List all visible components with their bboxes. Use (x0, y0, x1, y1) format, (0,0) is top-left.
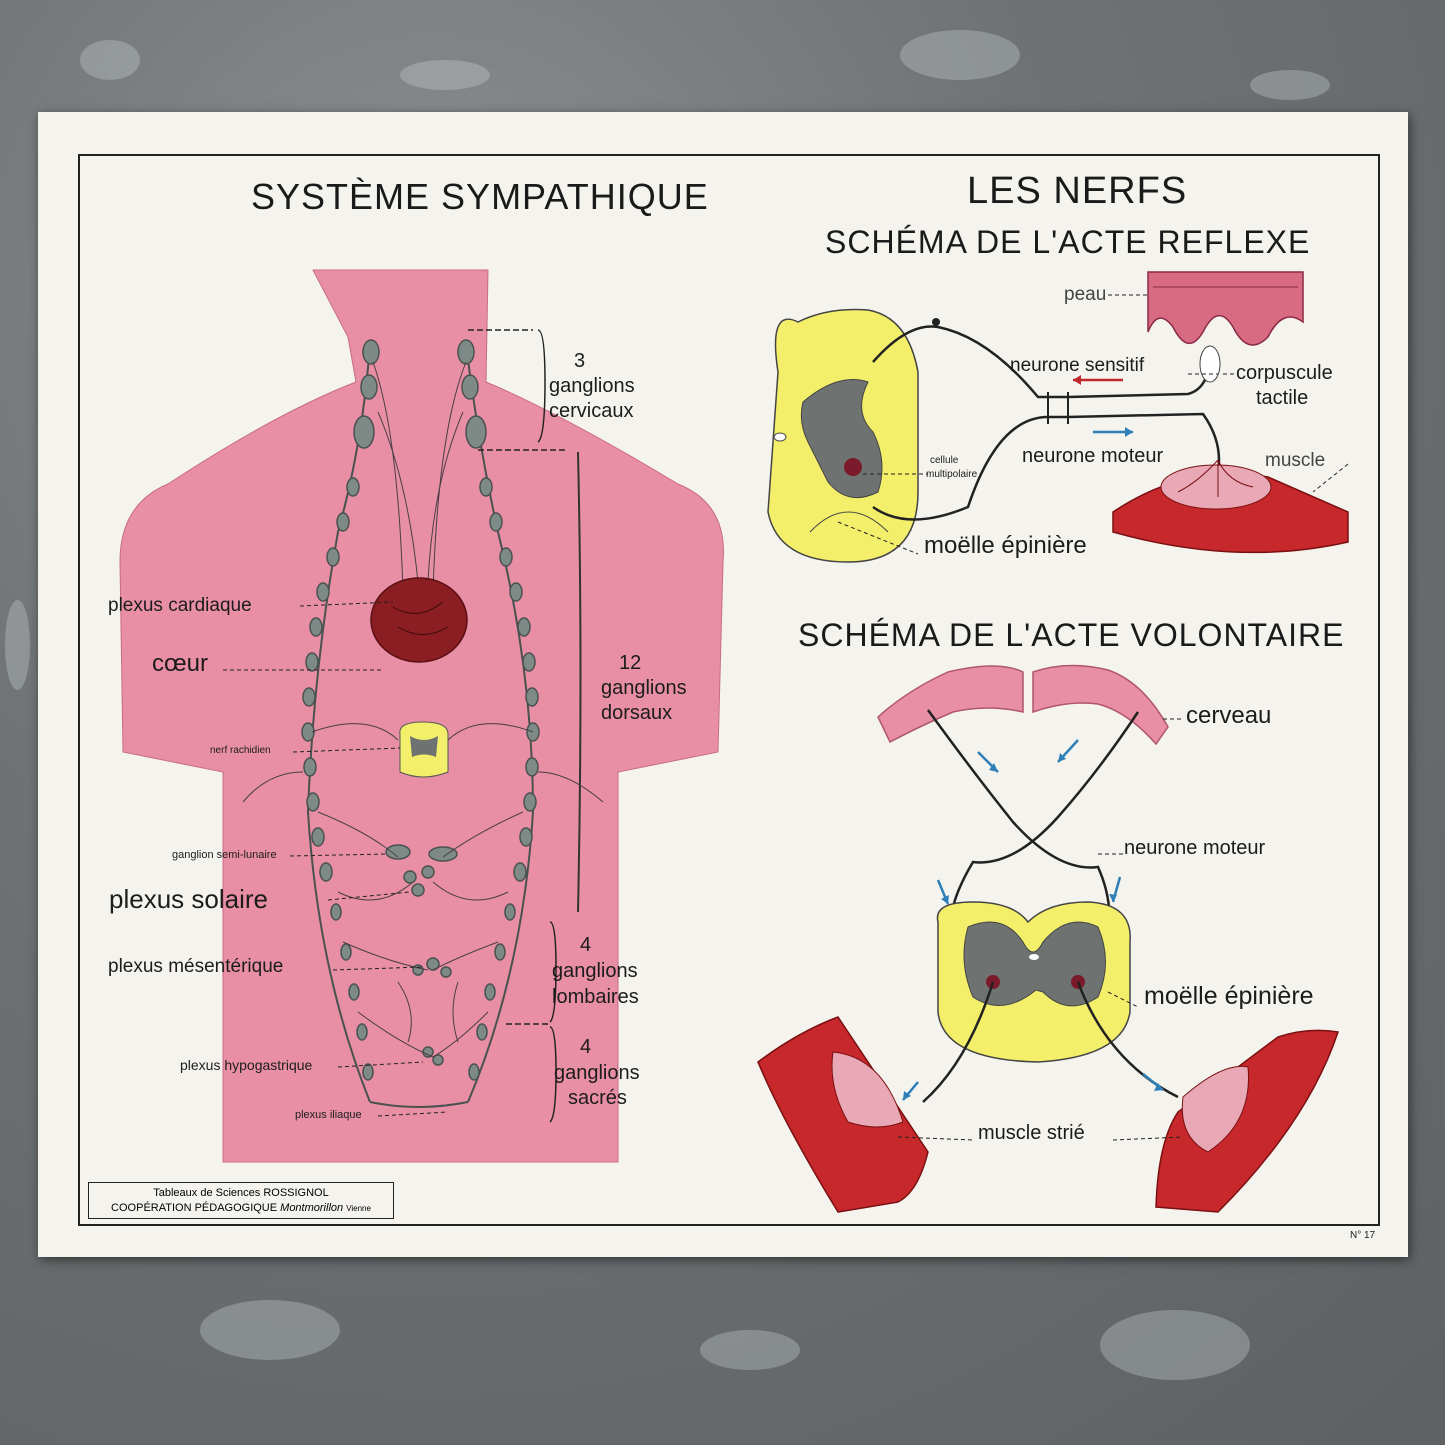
label-tactile: tactile (1256, 387, 1309, 409)
credit-vienne: Vienne (346, 1204, 371, 1213)
ganglia-group (301, 339, 540, 1081)
label-sacral-1: ganglions (554, 1062, 640, 1084)
label-neurone-moteur-reflexe: neurone moteur (1022, 445, 1164, 467)
label-dorsal-count: 12 (619, 652, 642, 674)
publisher-credit-box: Tableaux de Sciences ROSSIGNOL COOPÉRATI… (88, 1182, 394, 1219)
bracket-lines (468, 329, 568, 1123)
credit-montmorillon: Montmorillon (280, 1202, 344, 1214)
label-dorsal-2: dorsaux (601, 702, 673, 724)
label-moelle-volontaire: moëlle épinière (1144, 982, 1314, 1010)
reflex-diagram (767, 271, 1349, 563)
title-acte-reflexe: SCHÉMA DE L'ACTE REFLEXE (825, 224, 1311, 260)
label-corpuscule: corpuscule (1236, 362, 1333, 384)
label-multipolaire: multipolaire (926, 469, 978, 480)
credit-cooperation: COOPÉRATION PÉDAGOGIQUE (111, 1202, 278, 1214)
label-cervical-1: ganglions (549, 375, 635, 397)
plate-number: N° 17 (1350, 1230, 1376, 1241)
label-lumbar-1: ganglions (552, 960, 638, 982)
label-dorsal-1: ganglions (601, 677, 687, 699)
heart-shape (370, 577, 468, 663)
voluntary-leaders (897, 718, 1184, 1141)
label-neurone-moteur-volontaire: neurone moteur (1124, 837, 1266, 859)
label-lumbar-2: lombaires (552, 986, 639, 1008)
credit-line-1: Tableaux de Sciences ROSSIGNOL (153, 1187, 329, 1199)
poster-sheet: SYSTÈME SYMPATHIQUE LES NERFS SCHÉMA DE … (38, 112, 1408, 1257)
title-acte-volontaire: SCHÉMA DE L'ACTE VOLONTAIRE (798, 617, 1345, 653)
label-peau: peau (1064, 284, 1107, 305)
title-les-nerfs: LES NERFS (967, 170, 1188, 212)
label-cellule: cellule (930, 455, 959, 466)
label-sacral-2: sacrés (568, 1087, 627, 1109)
credit-line-2: COOPÉRATION PÉDAGOGIQUE Montmorillon Vie… (89, 1201, 393, 1216)
nerve-branches (242, 361, 604, 1058)
left-leader-lines (223, 601, 449, 1117)
label-lumbar-count: 4 (580, 934, 592, 956)
label-cervical-count: 3 (574, 350, 586, 372)
reflex-leaders (837, 294, 1349, 555)
label-neurone-sensitif: neurone sensitif (1010, 355, 1145, 376)
voluntary-diagram (757, 664, 1339, 1213)
label-plexus-cardiaque: plexus cardiaque (108, 595, 252, 616)
poster-frame (78, 154, 1380, 1226)
sympathetic-chain (306, 343, 535, 1108)
label-cerveau: cerveau (1186, 702, 1272, 729)
label-coeur: cœur (152, 650, 208, 677)
torso-illustration (119, 269, 724, 1163)
label-cervical-2: cervicaux (549, 400, 634, 422)
label-moelle-reflexe: moëlle épinière (924, 532, 1087, 559)
label-plexus-hypogastrique: plexus hypogastrique (180, 1057, 313, 1073)
label-muscle-strie: muscle strié (978, 1122, 1085, 1144)
label-plexus-iliaque: plexus iliaque (295, 1109, 362, 1121)
label-sacral-count: 4 (580, 1036, 592, 1058)
title-systeme-sympathique: SYSTÈME SYMPATHIQUE (251, 176, 709, 217)
label-muscle: muscle (1265, 450, 1326, 471)
label-nerf-rachidien: nerf rachidien (210, 745, 271, 756)
label-ganglion-semi-lunaire: ganglion semi-lunaire (172, 849, 277, 861)
torso-cord-section (399, 721, 449, 778)
label-plexus-solaire: plexus solaire (109, 884, 268, 914)
label-plexus-mesenterique: plexus mésentérique (108, 956, 284, 977)
diagram-artwork (119, 269, 1349, 1213)
